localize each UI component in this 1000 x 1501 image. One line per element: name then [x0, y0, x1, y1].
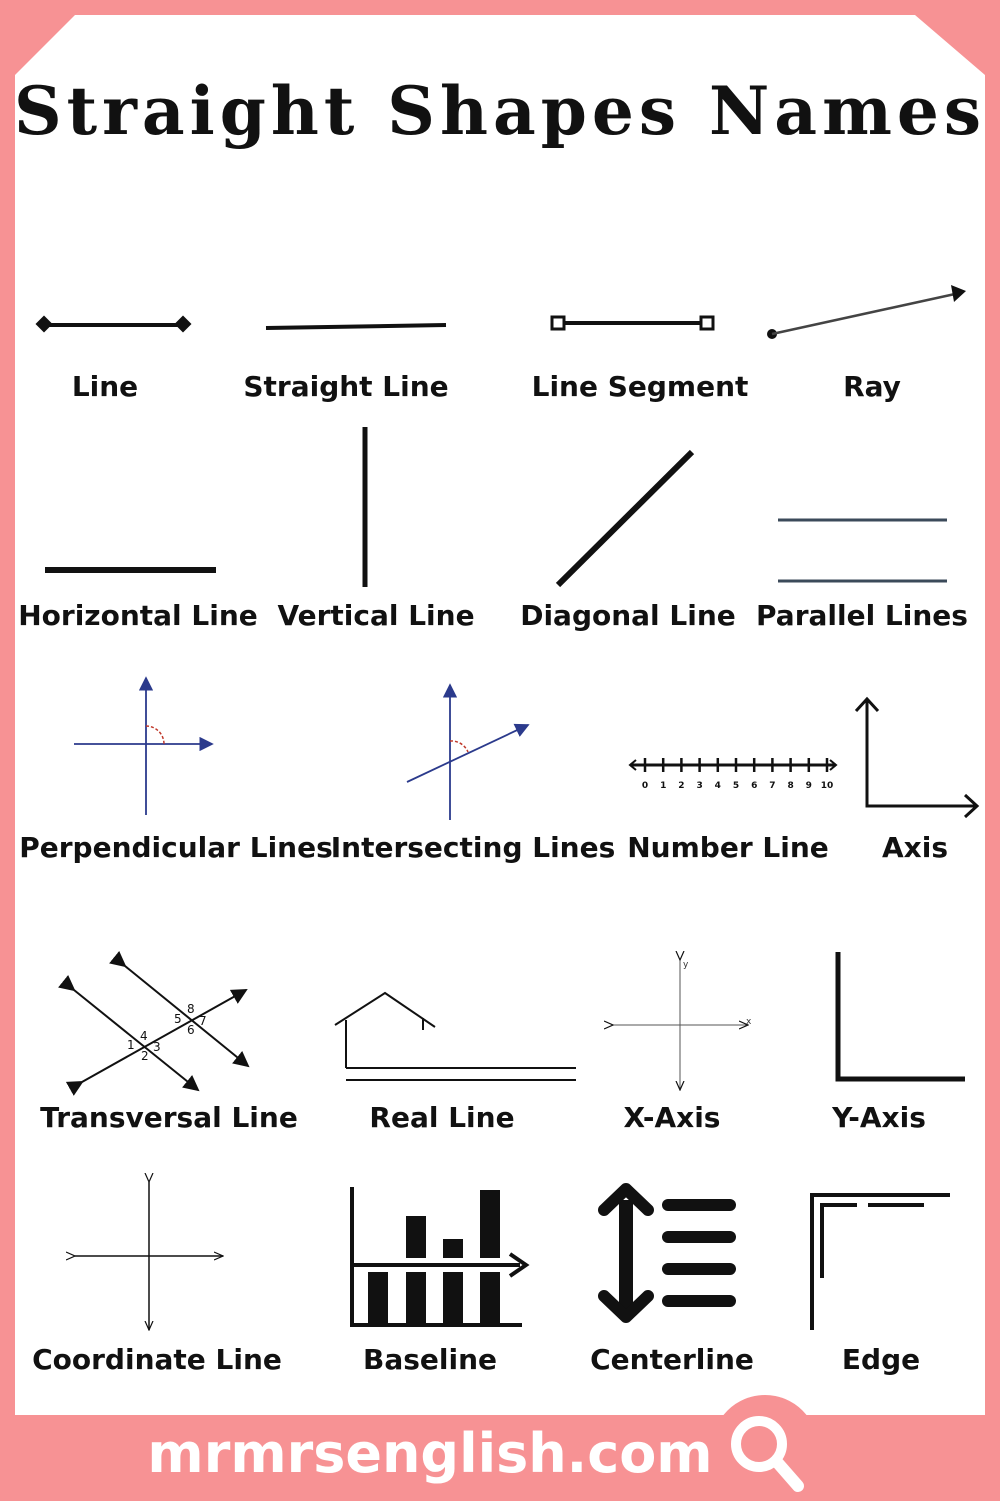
- transversal-angle-label: 2: [141, 1049, 149, 1063]
- number-line-tick-label: 4: [715, 781, 721, 791]
- x-axis-letter: x: [746, 1017, 752, 1027]
- y-axis-shape: [835, 952, 965, 1082]
- line-shape: [35, 315, 192, 333]
- number-line-tick-label: 1: [660, 781, 666, 791]
- ray-shape: [767, 285, 966, 339]
- baseline-chart-shape: [350, 1187, 530, 1327]
- label-edge: Edge: [841, 1343, 921, 1376]
- real-line-shape: [334, 991, 576, 1081]
- page-title: Straight Shapes Names: [13, 72, 987, 150]
- transversal-angle-label: 4: [140, 1029, 148, 1043]
- label-coordinate-line: Coordinate Line: [32, 1343, 282, 1376]
- centerline-icon: [598, 1183, 736, 1323]
- number-line-tick-label: 8: [787, 781, 793, 791]
- label-horizontal-line: Horizontal Line: [18, 599, 258, 632]
- number-line-tick-label: 7: [769, 781, 775, 791]
- label-y-axis: Y-Axis: [832, 1101, 926, 1134]
- number-line-tick-label: 2: [678, 781, 684, 791]
- label-line-segment: Line Segment: [531, 370, 749, 403]
- perpendicular-lines-shape: [74, 676, 214, 815]
- diagonal-line-shape: [555, 449, 695, 588]
- intersecting-lines-shape: [406, 683, 530, 820]
- transversal-angle-label: 8: [187, 1002, 195, 1016]
- search-icon[interactable]: [725, 1410, 805, 1492]
- number-line-tick-label: 0: [642, 781, 648, 791]
- label-number-line: Number Line: [627, 831, 829, 864]
- number-line-tick-label: 9: [806, 781, 812, 791]
- axis-shape: [854, 696, 980, 819]
- number-line-tick-label: 5: [733, 781, 739, 791]
- label-perpendicular-lines: Perpendicular Lines: [19, 831, 333, 864]
- coordinate-line-shape: [75, 1182, 223, 1330]
- label-x-axis: X-Axis: [623, 1101, 721, 1134]
- label-real-line: Real Line: [369, 1101, 515, 1134]
- label-diagonal-line: Diagonal Line: [520, 599, 736, 632]
- edge-shape: [810, 1193, 950, 1330]
- content-card: [15, 15, 985, 1415]
- label-axis: Axis: [882, 831, 948, 864]
- label-parallel-lines: Parallel Lines: [756, 599, 968, 632]
- transversal-angle-label: 5: [174, 1012, 182, 1026]
- label-centerline: Centerline: [590, 1343, 754, 1376]
- label-transversal-line: Transversal Line: [40, 1101, 298, 1134]
- label-vertical-line: Vertical Line: [277, 599, 475, 632]
- label-straight-line: Straight Line: [243, 370, 449, 403]
- number-line-shape: 0 1 2 3 4 5 6 7 8 9 10: [628, 758, 838, 791]
- website-link[interactable]: mrmrsenglish.com: [147, 1422, 713, 1485]
- label-intersecting-lines: Intersecting Lines: [330, 831, 616, 864]
- label-baseline: Baseline: [362, 1343, 498, 1376]
- straight-line-shape: [265, 323, 447, 330]
- line-segment-shape: [550, 315, 715, 331]
- transversal-angle-label: 1: [127, 1038, 135, 1052]
- label-line: Line: [71, 370, 139, 403]
- transversal-angle-label: 3: [153, 1040, 161, 1054]
- y-axis-letter: y: [683, 960, 689, 970]
- label-ray: Ray: [843, 370, 901, 403]
- number-line-tick-label: 10: [821, 781, 834, 791]
- number-line-tick-label: 3: [696, 781, 702, 791]
- transversal-angle-label: 7: [199, 1014, 207, 1028]
- number-line-tick-label: 6: [751, 781, 757, 791]
- parallel-lines-shape: [778, 518, 947, 583]
- x-axis-shape: x y: [613, 960, 752, 1090]
- transversal-angle-label: 6: [187, 1023, 195, 1037]
